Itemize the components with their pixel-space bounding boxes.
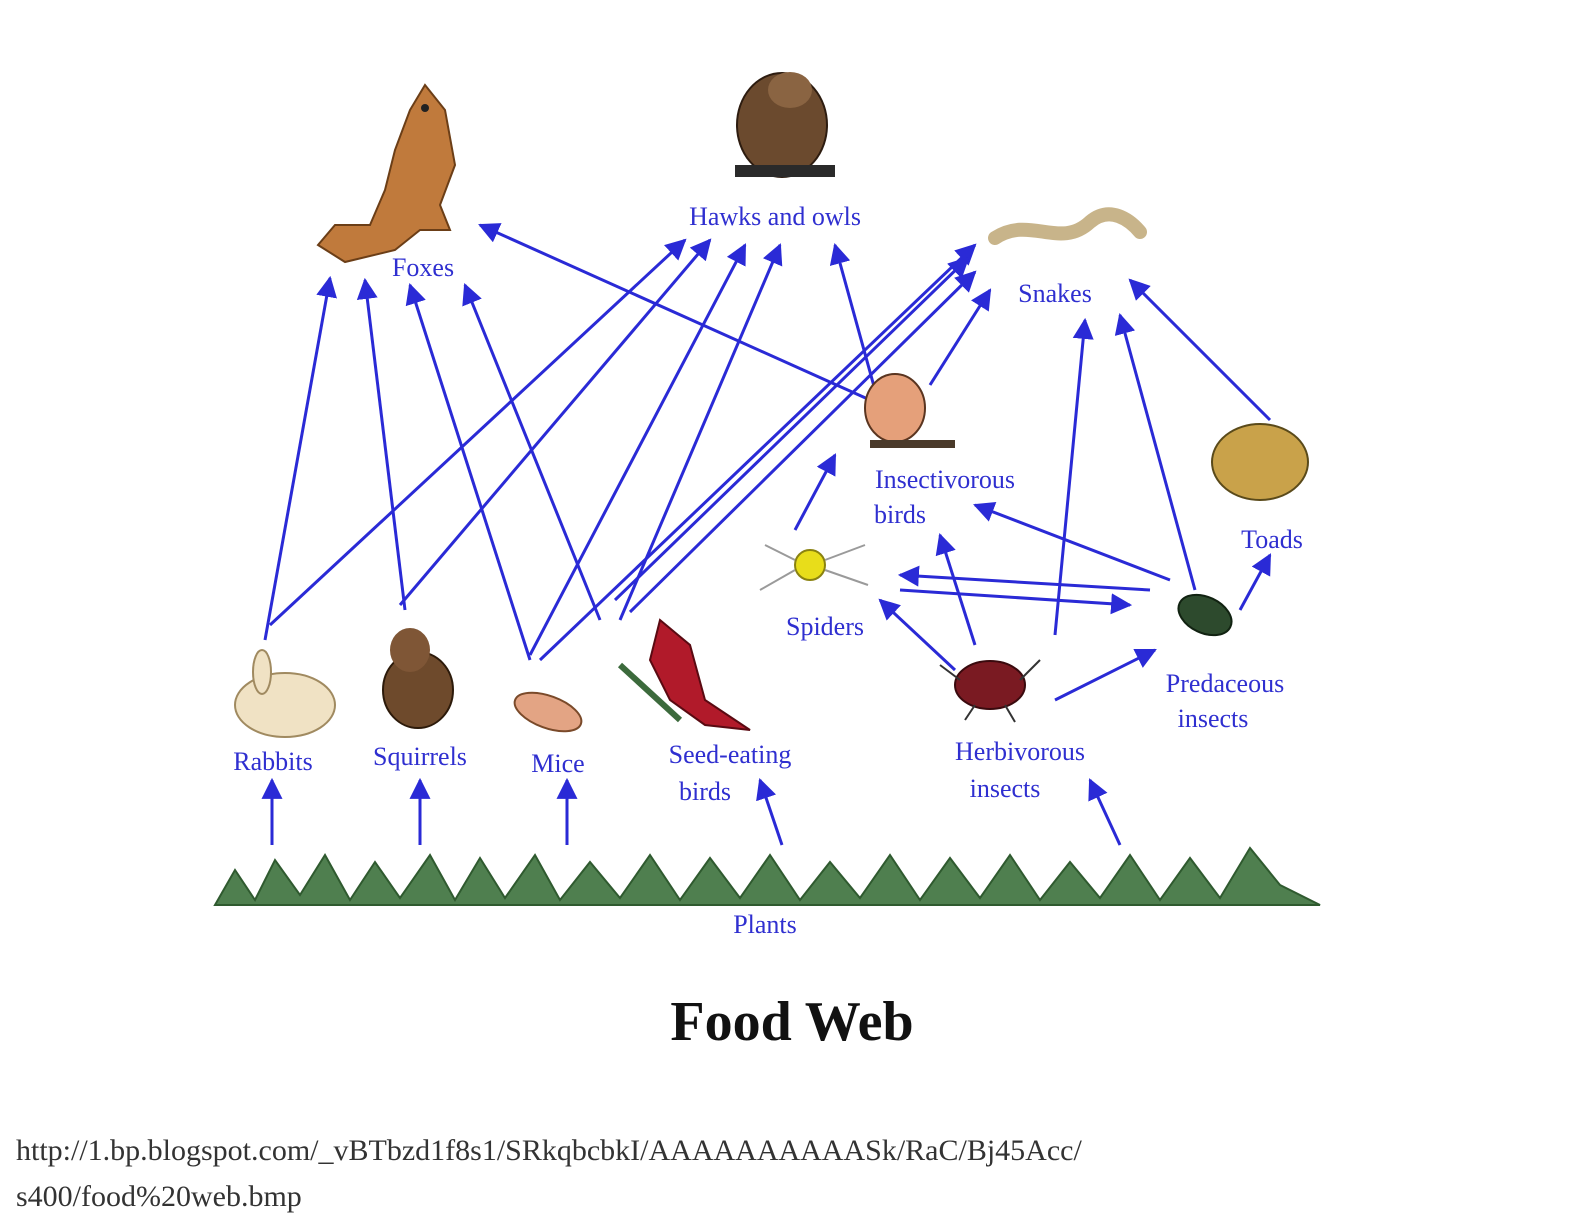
label-mice: Mice xyxy=(531,749,584,778)
arrow-mice-hawks xyxy=(528,243,747,656)
squirrel-icon xyxy=(382,628,454,729)
arrow-spiders-predinsects xyxy=(899,588,1133,615)
label-hawks-owls: Hawks and owls xyxy=(689,202,861,231)
arrow-herbinsects-predinsects xyxy=(1054,648,1157,702)
arrow-predinsects-toads xyxy=(1238,553,1272,611)
toad-icon xyxy=(1211,423,1309,501)
arrow-seedbird-snakes-1 xyxy=(613,256,970,602)
source-url: http://1.bp.blogspot.com/_vBTbzd1f8s1/SR… xyxy=(16,1128,1516,1220)
arrow-mice-foxes-2 xyxy=(462,283,602,621)
arrow-seedbird-snakes-2 xyxy=(628,270,977,614)
arrow-mice-snakes xyxy=(538,243,977,662)
label-predaceous-insects-line1: Predaceous xyxy=(1166,669,1284,698)
herbivorous-insect-icon xyxy=(939,659,1041,723)
label-rabbits: Rabbits xyxy=(233,747,312,776)
arrow-plants-herbivorous-insects xyxy=(1088,778,1122,846)
arrow-insectbird-snakes xyxy=(928,288,992,386)
label-insectivorous-birds-line1: Insectivorous xyxy=(875,465,1015,494)
mouse-icon xyxy=(513,691,583,733)
snake-icon xyxy=(988,207,1147,245)
label-herbivorous-insects-line1: Herbivorous xyxy=(955,737,1085,766)
feeding-arrows xyxy=(261,223,1272,846)
label-seed-eating-birds-line1: Seed-eating xyxy=(669,740,792,769)
label-predaceous-insects-line2: insects xyxy=(1178,704,1249,733)
arrow-mice-foxes-1 xyxy=(405,282,532,661)
arrow-rabbits-foxes xyxy=(263,275,337,641)
arrow-insectbird-foxes xyxy=(478,223,871,402)
label-herbivorous-insects-line2: insects xyxy=(970,774,1041,803)
label-seed-eating-birds-line2: birds xyxy=(679,777,731,806)
rabbit-icon xyxy=(234,649,336,738)
label-squirrels: Squirrels xyxy=(373,742,467,771)
arrow-insectbird-hawks xyxy=(829,242,877,391)
predaceous-insect-icon xyxy=(1177,593,1233,637)
arrow-herbinsects-spiders xyxy=(878,598,957,672)
arrow-predinsects-insectbirds xyxy=(973,501,1171,582)
source-url-line-2: s400/food%20web.bmp xyxy=(16,1180,302,1213)
arrow-plants-seed-eating-birds xyxy=(756,778,784,846)
source-url-line-1: http://1.bp.blogspot.com/_vBTbzd1f8s1/SR… xyxy=(16,1134,1082,1167)
insectivorous-bird-icon xyxy=(864,373,955,448)
arrow-herbinsects-insectbirds xyxy=(935,532,977,646)
label-toads: Toads xyxy=(1241,525,1303,554)
arrow-spiders-toads xyxy=(1114,312,1197,591)
cardinal-icon xyxy=(617,618,751,731)
label-insectivorous-birds-line2: birds xyxy=(874,500,926,529)
spider-icon xyxy=(759,544,869,591)
grass-icon xyxy=(213,846,1321,906)
label-plants: Plants xyxy=(733,910,797,939)
diagram-title: Food Web xyxy=(670,991,914,1053)
arrow-rabbits-hawks xyxy=(268,238,687,627)
arrow-squirrels-hawks xyxy=(398,238,712,606)
fox-icon xyxy=(316,83,457,264)
owl-icon xyxy=(735,72,835,178)
organism-labels: Foxes Hawks and owls Snakes Insectivorou… xyxy=(233,202,1303,939)
arrow-seedbird-hawks xyxy=(618,243,783,621)
label-spiders: Spiders xyxy=(786,612,864,641)
arrow-toads-snakes xyxy=(1128,278,1272,422)
arrow-spiders-insectbirds xyxy=(793,453,837,531)
label-foxes: Foxes xyxy=(392,253,454,282)
arrow-squirrels-foxes xyxy=(356,277,407,611)
label-snakes: Snakes xyxy=(1018,279,1092,308)
arrow-herbinsects-snakes xyxy=(1053,317,1094,636)
arrow-predinsects-spiders xyxy=(897,565,1151,592)
